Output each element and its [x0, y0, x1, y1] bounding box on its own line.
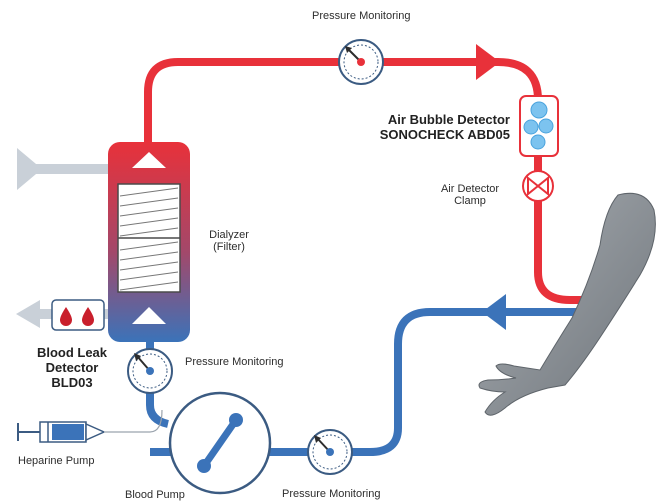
blood-leak-line1: Blood Leak — [36, 345, 108, 360]
blood-leak-detector — [51, 299, 105, 331]
arterial-blood-line — [144, 58, 590, 304]
air-detector-clamp-line1: Air Detector — [440, 183, 500, 195]
air-detector-clamp-label: Air Detector Clamp — [430, 183, 510, 207]
dialyzer — [108, 142, 190, 342]
pump-rotor-icon — [197, 413, 243, 473]
dialyzer-label: Dialyzer (Filter) — [194, 229, 264, 253]
pressure-monitoring-top-label: Pressure Monitoring — [312, 10, 411, 22]
pressure-monitoring-mid-label: Pressure Monitoring — [185, 356, 284, 368]
dialysate-inlet — [17, 148, 110, 190]
blood-pump — [168, 391, 272, 495]
arterial-flow-arrow — [476, 44, 500, 80]
blood-drop-icon — [60, 307, 94, 326]
venous-blood-line — [150, 308, 600, 456]
air-bubble-detector-label: Air Bubble Detector SONOCHECK ABD05 — [360, 112, 510, 142]
pressure-gauge-bottom — [307, 429, 353, 475]
blood-leak-line2: Detector — [45, 360, 99, 375]
air-bubble-detector-model: SONOCHECK ABD05 — [379, 127, 510, 142]
venous-to-dialyzer-line — [146, 342, 170, 428]
pressure-monitoring-bottom-label: Pressure Monitoring — [282, 488, 381, 500]
dialyzer-line2: (Filter) — [213, 241, 245, 253]
arm-icon — [478, 192, 656, 416]
blood-pump-label: Blood Pump — [125, 489, 185, 501]
dialyzer-line1: Dialyzer — [209, 229, 249, 241]
blood-leak-line3: BLD03 — [51, 375, 93, 390]
pressure-gauge-mid — [127, 348, 173, 394]
venous-flow-arrow — [482, 294, 506, 330]
air-bubble-icon — [523, 101, 554, 150]
clamp-icon — [522, 170, 554, 202]
blood-leak-detector-label: Blood Leak Detector BLD03 — [22, 345, 122, 390]
heparine-pump-label: Heparine Pump — [18, 455, 95, 467]
air-bubble-detector — [519, 95, 559, 157]
syringe-icon — [17, 409, 163, 443]
pressure-gauge-top — [338, 39, 384, 85]
air-detector-clamp-line2: Clamp — [454, 195, 486, 207]
air-bubble-detector-name: Air Bubble Detector — [387, 112, 510, 127]
